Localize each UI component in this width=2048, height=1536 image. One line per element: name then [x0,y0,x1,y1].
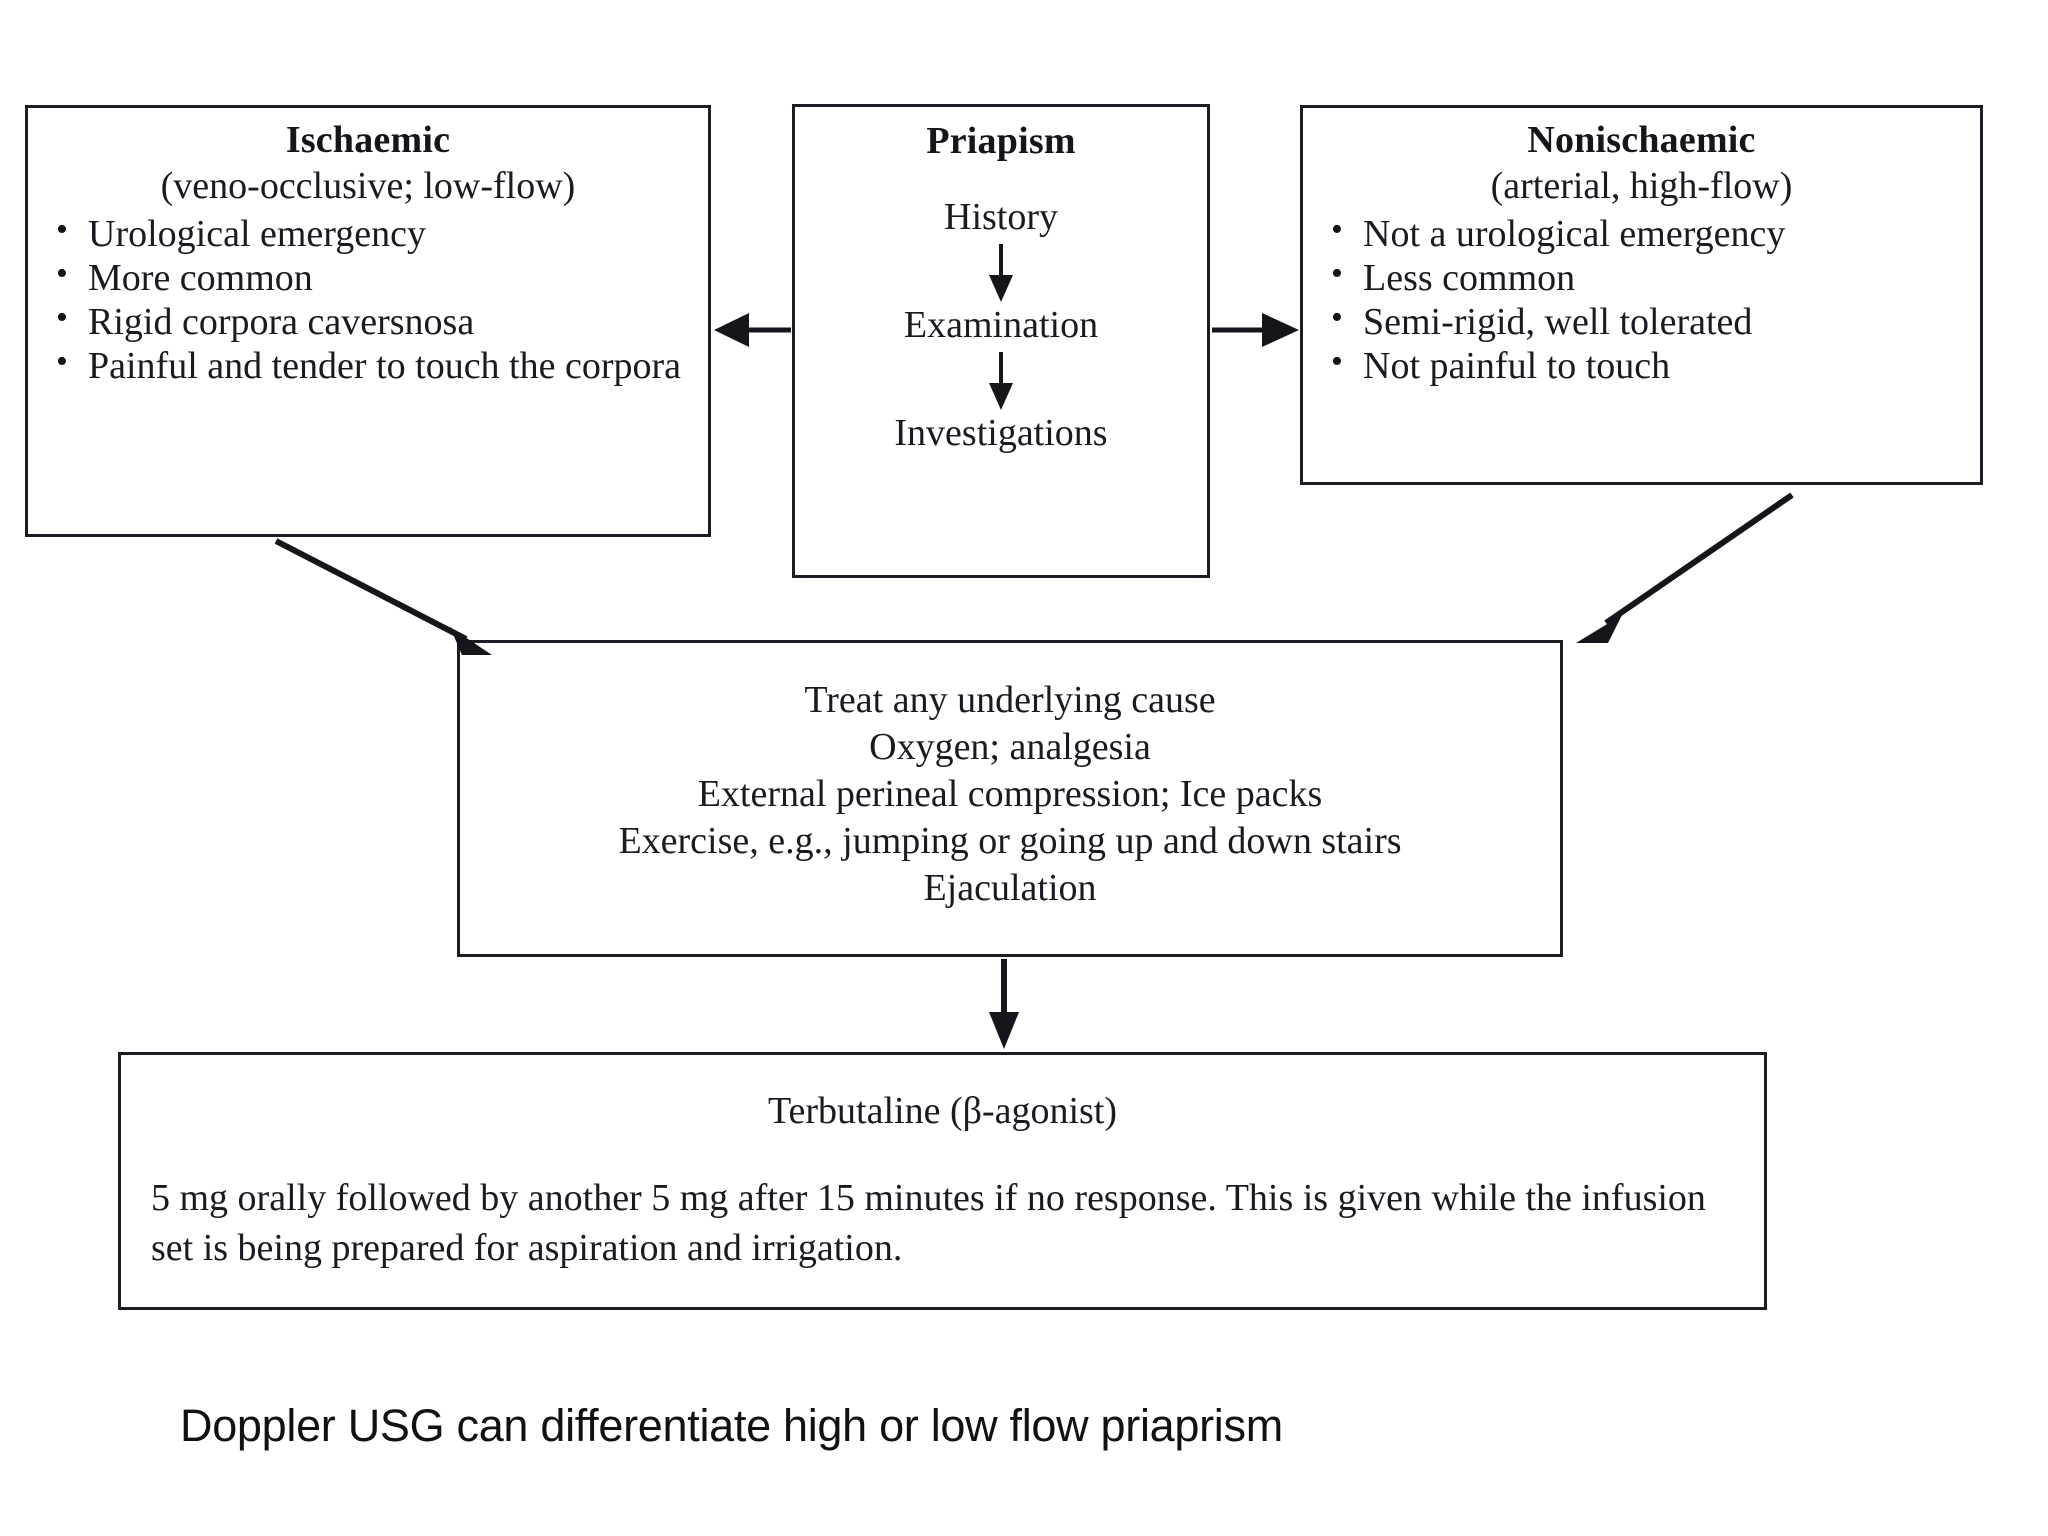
nonischaemic-subtitle: (arterial, high-flow) [1490,165,1793,208]
list-item: More common [42,256,694,299]
nonischaemic-box: Nonischaemic (arterial, high-flow) Not a… [1300,105,1983,485]
arrow-nonischaemic-to-treatment [1576,492,1794,643]
terbutaline-title: Terbutaline (β-agonist) [767,1090,1118,1132]
list-item: Urological emergency [42,212,694,255]
priapism-step-examination: Examination [903,303,1099,346]
list-item: Less common [1317,256,1966,299]
priapism-step-investigations: Investigations [894,411,1108,454]
priapism-step-stack: History Examination Investigations [805,196,1197,454]
list-item: Semi-rigid, well tolerated [1317,300,1966,343]
ischaemic-subtitle: (veno-occlusive; low-flow) [160,165,576,208]
ischaemic-title: Ischaemic [285,119,451,161]
terbutaline-box: Terbutaline (β-agonist) 5 mg orally foll… [118,1052,1767,1310]
treatment-line: Exercise, e.g., jumping or going up and … [618,820,1402,863]
priapism-box: Priapism History Examination Investigati… [792,104,1210,578]
priapism-title: Priapism [926,120,1076,162]
arrow-priapism-to-nonischaemic [1212,313,1299,347]
list-item: Painful and tender to touch the corpora [42,344,694,387]
treatment-line: Treat any underlying cause [804,679,1216,721]
arrow-priapism-to-ischaemic [714,313,791,347]
nonischaemic-bullet-list: Not a urological emergency Less common S… [1317,212,1966,387]
ischaemic-bullet-list: Urological emergency More common Rigid c… [42,212,694,387]
treatment-line: External perineal compression; Ice packs [697,773,1323,816]
nonischaemic-title: Nonischaemic [1527,119,1756,161]
list-item: Rigid corpora caversnosa [42,300,694,343]
caption-doppler-usg: Doppler USG can differentiate high or lo… [180,1400,1283,1451]
list-item: Not a urological emergency [1317,212,1966,255]
priapism-step-history: History [944,196,1058,239]
arrow-treatment-to-terbutaline [989,959,1019,1049]
treatment-line: Ejaculation [923,867,1097,910]
treatment-line: Oxygen; analgesia [869,726,1151,769]
down-arrow-icon [989,351,1013,410]
down-arrow-icon [989,243,1013,302]
list-item: Not painful to touch [1317,344,1966,387]
terbutaline-body: 5 mg orally followed by another 5 mg aft… [151,1177,1706,1270]
treatment-box: Treat any underlying cause Oxygen; analg… [457,640,1563,957]
ischaemic-box: Ischaemic (veno-occlusive; low-flow) Uro… [25,105,711,537]
